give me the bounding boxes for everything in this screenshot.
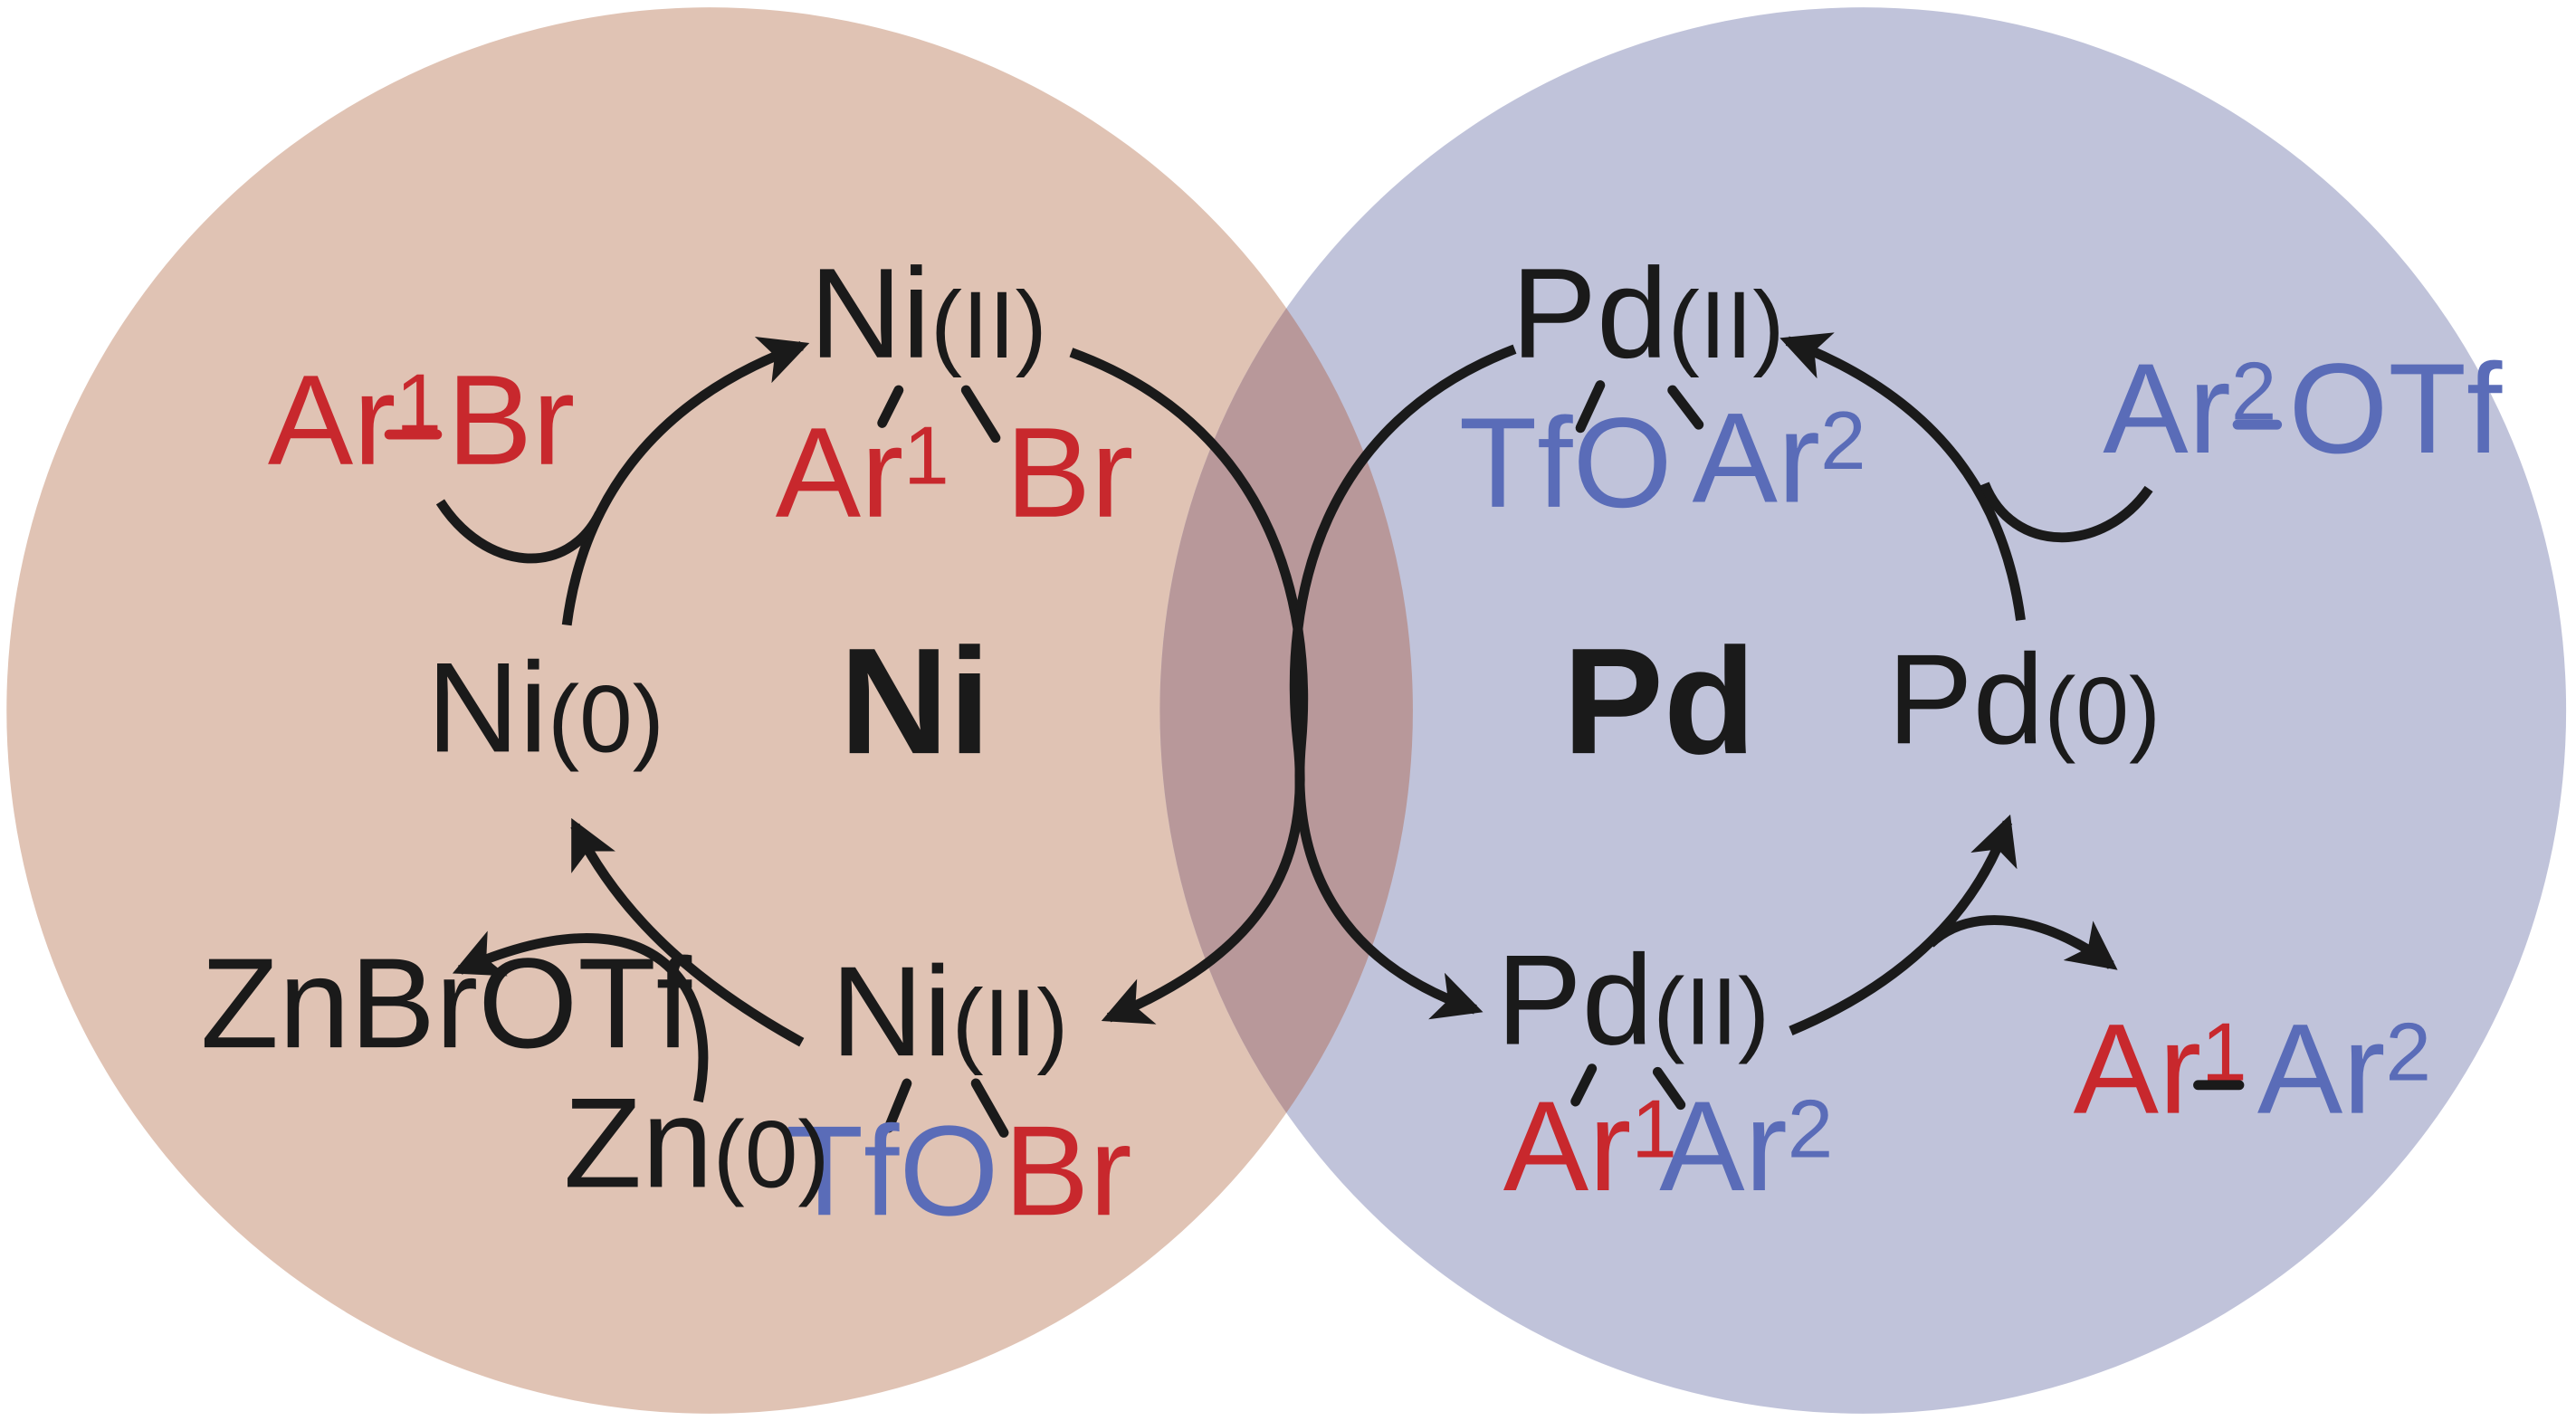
product-ar2: Ar2 bbox=[2257, 998, 2431, 1141]
pd-top-ligand-tfo: TfO bbox=[1459, 392, 1673, 535]
arrow-arotf-into-cycle bbox=[1980, 482, 2153, 543]
reagent-br: Br bbox=[447, 349, 576, 492]
byproduct-znbrotf: ZnBrOTf bbox=[200, 932, 692, 1075]
arrow-product-release bbox=[1926, 915, 2118, 970]
reductant-zn0: Zn(0) bbox=[564, 1072, 830, 1215]
ni-top-ligand-br: Br bbox=[1006, 402, 1134, 545]
ni-top-bond-left bbox=[877, 385, 904, 428]
pd-center-label: Pd bbox=[1563, 617, 1756, 786]
pd-top-ligand-ar2: Ar2 bbox=[1693, 386, 1866, 529]
ni0-species: Ni(0) bbox=[426, 636, 663, 779]
arrow-ni2-bottom-to-ni0 bbox=[570, 817, 805, 1047]
arrow-ni-top-to-pd-bottom bbox=[1069, 348, 1484, 1020]
ni-top-ligand-ar1: Ar1 bbox=[776, 402, 949, 545]
pd-bottom-bond-left bbox=[1570, 1063, 1598, 1107]
ni-bottom-ligand-br: Br bbox=[1004, 1100, 1132, 1243]
pd-bottom-ligand-ar1: Ar1 bbox=[1503, 1075, 1677, 1218]
arrow-zn-to-znbrotf bbox=[452, 930, 709, 1103]
ni-top-species: Ni(II) bbox=[809, 243, 1046, 386]
ni-center-label: Ni bbox=[839, 617, 990, 786]
reagent-ar1: Ar1 bbox=[268, 349, 442, 492]
pd-top-bond-right bbox=[1667, 385, 1704, 430]
ni-bottom-bond-right bbox=[970, 1078, 1009, 1138]
product-ar1: Ar1 bbox=[2074, 998, 2247, 1141]
pd-top-bond-left bbox=[1575, 380, 1606, 434]
pd-bottom-bond-right bbox=[1652, 1066, 1686, 1111]
reagent-otf: OTf bbox=[2288, 338, 2503, 481]
ni-bottom-bond-left bbox=[883, 1078, 912, 1133]
arrow-arbr-into-cycle bbox=[435, 499, 605, 564]
pd-bottom-ligand-ar2: Ar2 bbox=[1659, 1075, 1833, 1218]
ni-bottom-ligand-tfo: TfO bbox=[786, 1100, 999, 1243]
arrow-pd-top-to-ni-bottom bbox=[1101, 344, 1517, 1025]
ni-bottom-species: Ni(II) bbox=[831, 940, 1068, 1083]
ni-cycle-circle bbox=[6, 7, 1413, 1414]
reagent-ar2: Ar2 bbox=[2103, 338, 2276, 481]
ni-top-bond-right bbox=[960, 385, 1001, 443]
pd-cycle-circle bbox=[1159, 7, 2567, 1414]
pd0-species: Pd(0) bbox=[1887, 628, 2161, 771]
pd-bottom-species: Pd(II) bbox=[1496, 929, 1770, 1072]
arrow-ni0-to-ni2-top bbox=[561, 337, 810, 626]
arrow-pd0-to-pd2-top bbox=[1779, 332, 2026, 621]
pd-top-species: Pd(II) bbox=[1512, 243, 1785, 386]
arrow-pd2-bottom-to-pd0 bbox=[1789, 814, 2018, 1035]
